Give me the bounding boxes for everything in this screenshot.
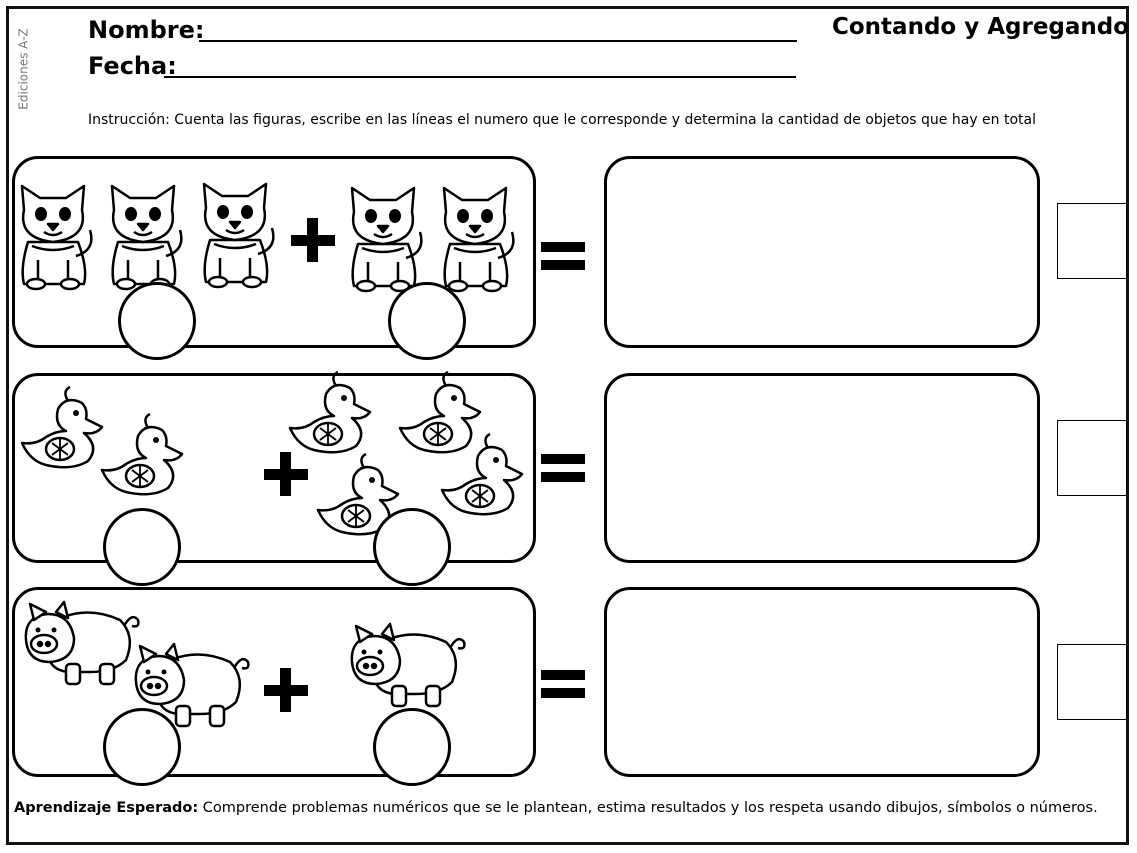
equals-icon [541,670,585,698]
cat-icon [432,182,518,298]
name-line[interactable] [199,40,797,42]
equals-icon [541,454,585,482]
pig-icon [346,620,466,720]
date-line[interactable] [164,76,796,78]
problem-2-total-square[interactable] [1057,420,1127,496]
cat-icon [100,180,186,296]
equals-icon [541,242,585,270]
problem-3-left-count-circle[interactable] [103,708,181,786]
cat-icon [10,180,96,296]
plus-icon [264,452,308,496]
plus-icon [291,218,335,262]
duck-icon [436,432,528,522]
duck-icon [16,385,108,475]
duck-icon [284,370,376,460]
learning-objective: Aprendizaje Esperado: Comprende problema… [14,797,1114,819]
problem-1-left-count-circle[interactable] [118,282,196,360]
problem-1-right-count-circle[interactable] [388,282,466,360]
instruction-text: Instrucción: Cuenta las figuras, escribe… [88,112,1037,128]
problem-3-right-count-circle[interactable] [373,708,451,786]
problem-2-right-count-circle[interactable] [373,508,451,586]
problem-2-result-box[interactable] [604,373,1040,563]
duck-icon [96,412,188,502]
learning-objective-label: Aprendizaje Esperado: [14,800,199,816]
pig-icon [130,640,250,740]
pig-icon [20,598,140,698]
problem-3-total-square[interactable] [1057,644,1127,720]
problem-2-left-count-circle[interactable] [103,508,181,586]
cat-icon [340,182,426,298]
problem-1-result-box[interactable] [604,156,1040,348]
problem-3-result-box[interactable] [604,587,1040,777]
publisher-label: Ediciones A-Z [16,28,31,110]
duck-icon [312,452,404,542]
duck-icon [394,370,486,460]
learning-objective-text: Comprende problemas numéricos que se le … [198,800,1098,816]
cat-icon [192,178,278,294]
worksheet-title: Contando y Agregando [832,14,1130,40]
name-label: Nombre: [88,16,205,44]
plus-icon [264,668,308,712]
problem-1-total-square[interactable] [1057,203,1127,279]
date-label: Fecha: [88,52,177,80]
worksheet-page [6,6,1129,845]
